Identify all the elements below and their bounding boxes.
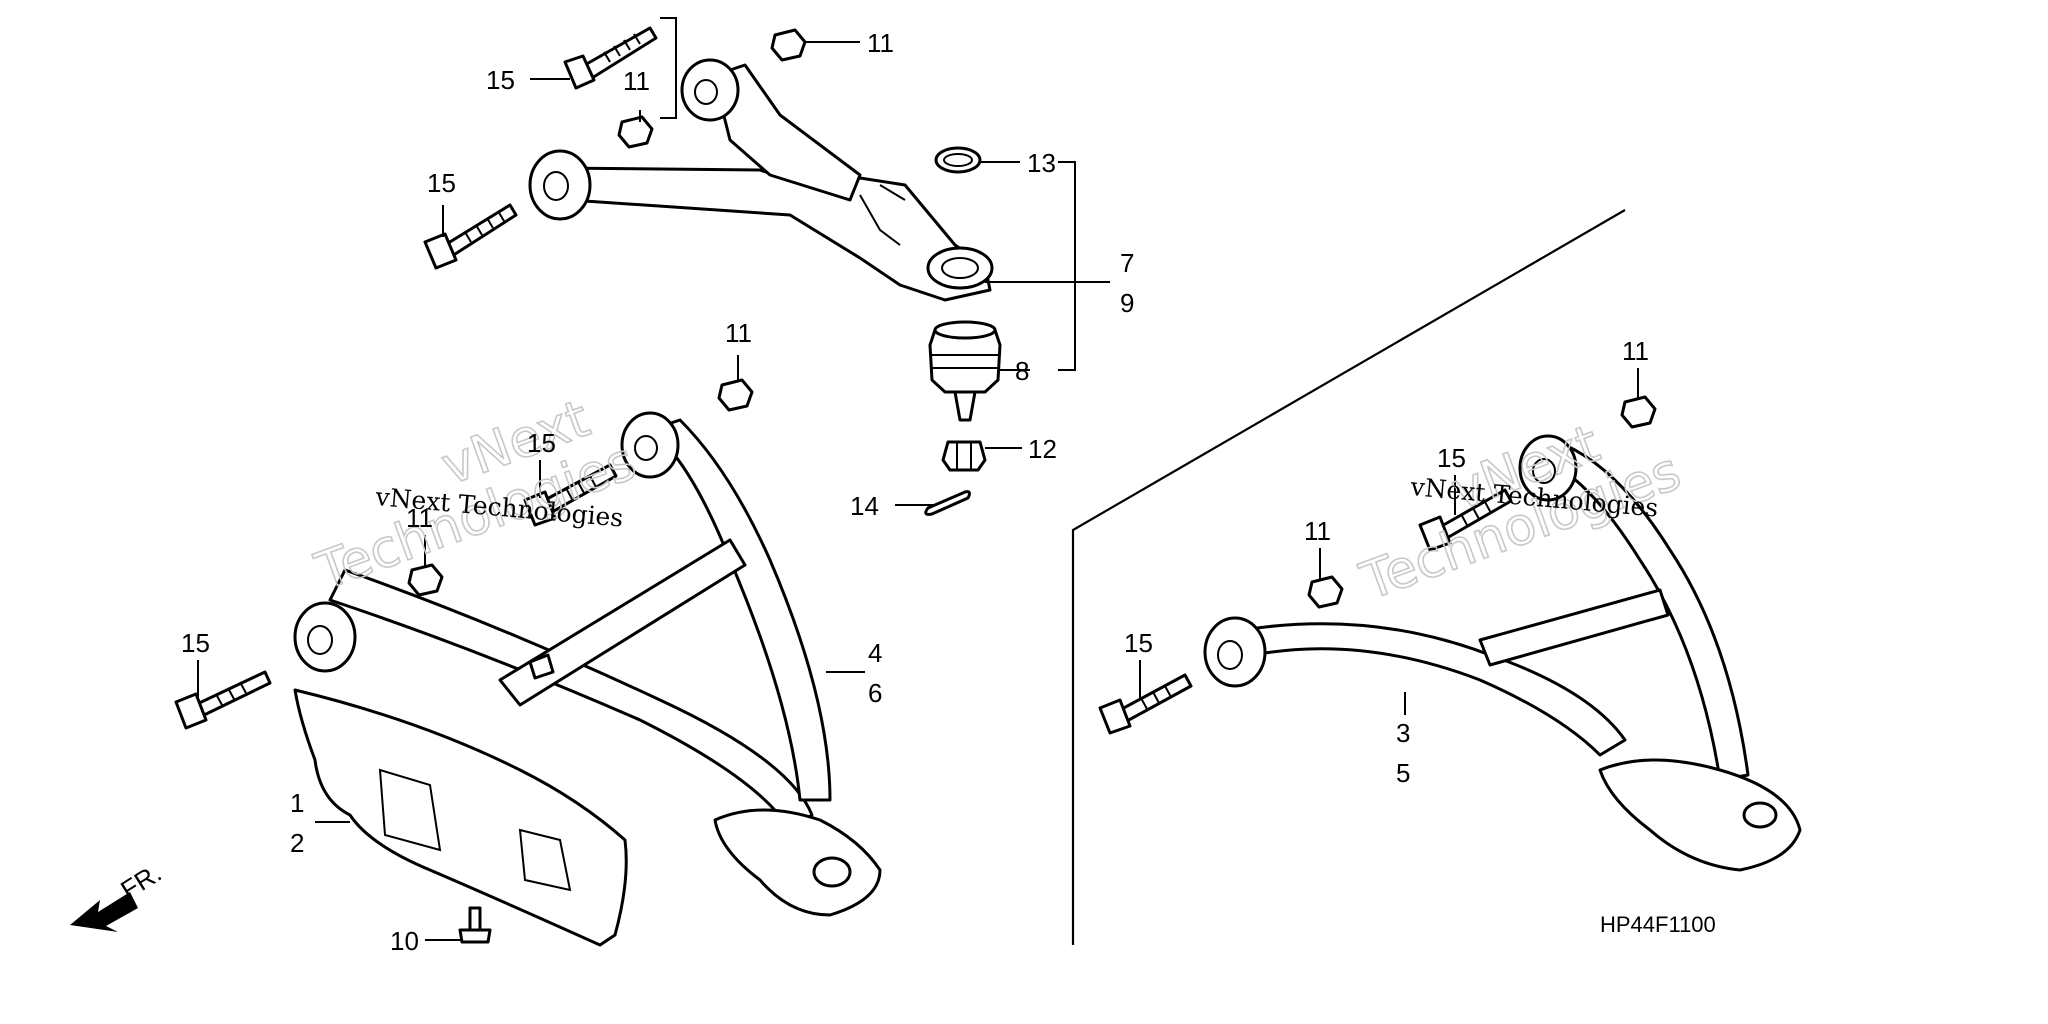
nut-11-left-b xyxy=(407,563,444,597)
callout-11: 11 xyxy=(867,28,894,58)
castle-nut-12 xyxy=(941,440,987,472)
callout-2: 2 xyxy=(290,828,304,858)
diagram-code: HP44F1100 xyxy=(1600,912,1716,937)
callout-15: 15 xyxy=(486,65,515,95)
skid-guard-1-2 xyxy=(293,688,628,947)
lower-arm-left xyxy=(293,411,882,917)
callout-6: 6 xyxy=(868,678,882,708)
ball-joint-8 xyxy=(928,320,1002,422)
bolt-10 xyxy=(458,906,492,944)
callout-9: 9 xyxy=(1120,288,1134,318)
cotter-pin-14 xyxy=(924,490,971,516)
front-arrow-icon xyxy=(70,892,138,932)
bolt-15-upper-b xyxy=(423,203,518,270)
callout-14: 14 xyxy=(850,491,879,521)
callout-labels: 15 11 11 15 13 7 9 8 11 12 14 15 11 15 4… xyxy=(181,28,1649,956)
callout-7: 7 xyxy=(1120,248,1134,278)
nut-11-upper-b xyxy=(617,115,654,149)
bolt-15-left-b xyxy=(523,463,618,527)
callout-4: 4 xyxy=(868,638,882,668)
nut-11-left-a xyxy=(717,378,754,412)
lower-arm-right xyxy=(1203,434,1802,872)
callout-13: 13 xyxy=(1027,148,1056,178)
nut-11-right-a xyxy=(1620,395,1657,429)
callout-11: 11 xyxy=(623,66,650,96)
nut-11-upper-a xyxy=(770,28,807,62)
bolt-15-right-a xyxy=(1098,673,1193,735)
panel-divider xyxy=(1071,209,1626,945)
callout-15: 15 xyxy=(1437,443,1466,473)
callout-11: 11 xyxy=(725,318,752,348)
snap-ring-13 xyxy=(934,146,982,174)
callout-10: 10 xyxy=(390,926,419,956)
callout-8: 8 xyxy=(1015,356,1029,386)
callout-11: 11 xyxy=(406,503,433,533)
callout-11: 11 xyxy=(1304,516,1331,546)
upper-arm xyxy=(528,58,994,302)
callout-11: 11 xyxy=(1622,336,1649,366)
nut-11-right-b xyxy=(1307,575,1344,609)
bolt-15-upper-a xyxy=(563,26,658,90)
callout-15: 15 xyxy=(527,428,556,458)
callout-5: 5 xyxy=(1396,758,1410,788)
watermark: vNext Technologies vNext Technologies vN… xyxy=(307,388,1689,613)
bolt-15-left-a xyxy=(174,670,272,730)
callout-12: 12 xyxy=(1028,434,1057,464)
callout-3: 3 xyxy=(1396,718,1410,748)
callout-1: 1 xyxy=(290,788,304,818)
leader-lines xyxy=(197,17,1639,941)
bolt-15-right-b xyxy=(1418,488,1513,552)
callout-15: 15 xyxy=(181,628,210,658)
callout-15: 15 xyxy=(1124,628,1153,658)
callout-15: 15 xyxy=(427,168,456,198)
